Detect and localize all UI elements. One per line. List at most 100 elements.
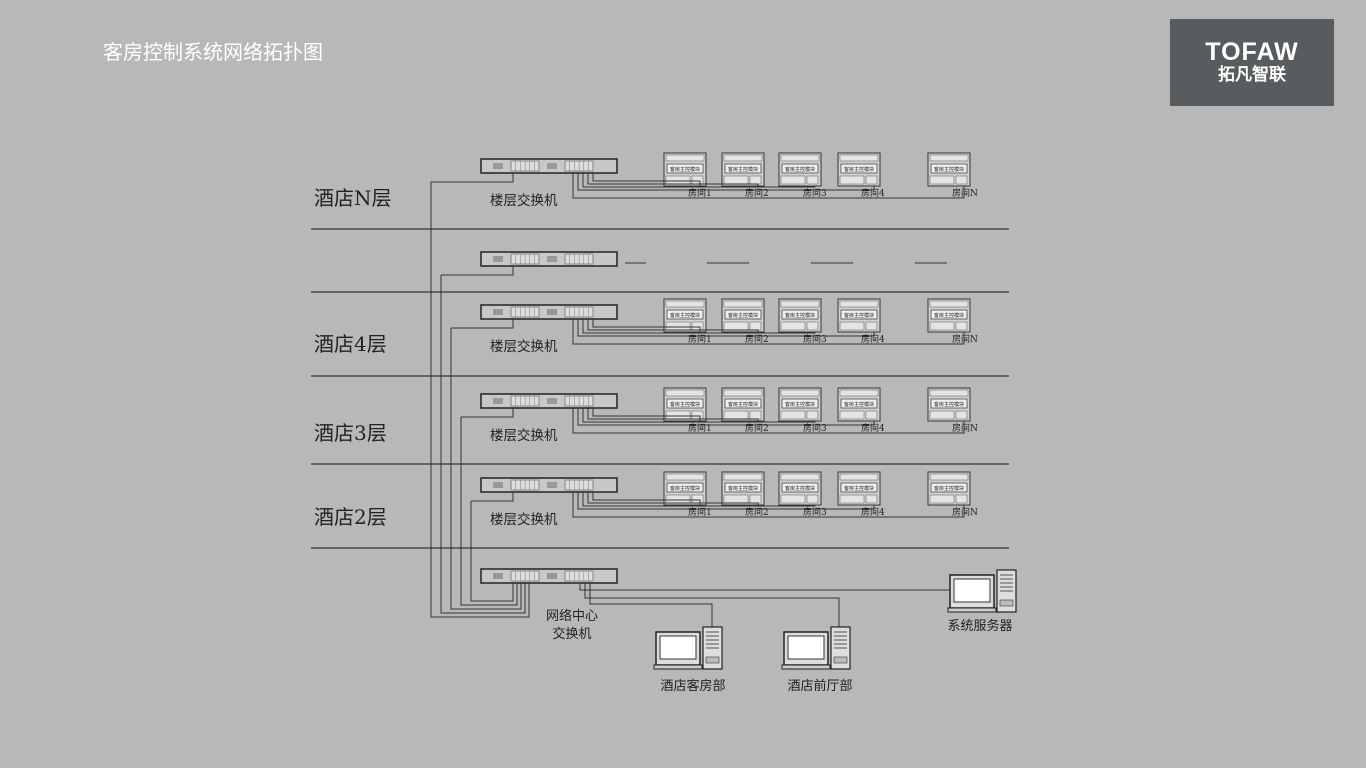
terminal-block [929, 154, 969, 162]
module-label: 客房主控模块 [785, 401, 815, 408]
room-label: 房间N [952, 333, 978, 345]
terminal-block [929, 321, 955, 331]
terminal-block [780, 494, 806, 504]
terminal-block [780, 410, 806, 420]
terminal-block [780, 154, 820, 162]
room-control-module: 客房主控模块 [927, 471, 971, 506]
floor-switch [480, 304, 618, 320]
room-label: 房间3 [803, 506, 827, 518]
switch-label-plate [493, 398, 503, 404]
pc-link-line [589, 583, 713, 627]
floor-label: 酒店3层 [314, 421, 387, 445]
switch-label-plate [493, 163, 503, 169]
room-link-line [572, 319, 965, 345]
computer-label: 酒店前厅部 [787, 678, 852, 694]
terminal-block [839, 175, 865, 185]
terminal-block [665, 389, 705, 397]
switch-label-plate [547, 398, 557, 404]
floor-switch [480, 477, 618, 493]
room-label: 房间3 [803, 422, 827, 434]
terminal-block [839, 389, 879, 397]
terminal-block [806, 321, 819, 331]
terminal-block [723, 175, 749, 185]
switch-label-plate [493, 482, 503, 488]
room-control-module: 客房主控模块 [778, 298, 822, 333]
terminal-block [665, 175, 691, 185]
room-control-module: 客房主控模块 [721, 152, 765, 187]
switch-label-plate [547, 256, 557, 262]
terminal-block [665, 410, 691, 420]
terminal-block [723, 154, 763, 162]
terminal-block [865, 494, 878, 504]
switch-label-plate [493, 573, 503, 579]
room-label: 房间1 [688, 422, 712, 434]
floor-switch-label: 楼层交换机 [490, 511, 558, 528]
terminal-block [723, 321, 749, 331]
backbone-line [460, 417, 518, 606]
room-link-line [577, 173, 875, 191]
module-label: 客房主控模块 [934, 166, 964, 173]
brand-logo: TOFAW 拓凡智联 [1170, 19, 1334, 106]
module-label: 客房主控模块 [728, 312, 758, 319]
terminal-block [665, 494, 691, 504]
terminal-block [929, 300, 969, 308]
terminal-block [780, 321, 806, 331]
floor-label: 酒店N层 [314, 186, 392, 210]
room-link-line [582, 492, 816, 507]
logo-text-cn: 拓凡智联 [1218, 65, 1286, 85]
room-label: 房间3 [803, 333, 827, 345]
terminal-block [780, 473, 820, 481]
room-link-line [587, 492, 759, 505]
room-label: 房间2 [745, 422, 769, 434]
room-control-module: 客房主控模块 [837, 298, 881, 333]
room-link-line [582, 319, 816, 334]
module-label: 客房主控模块 [670, 312, 700, 319]
computer-server [947, 569, 1017, 613]
terminal-block [929, 410, 955, 420]
terminal-block [955, 321, 968, 331]
backbone-line [450, 328, 522, 610]
terminal-block [929, 175, 955, 185]
uplink-line [431, 173, 514, 183]
computer-front-desk [781, 626, 851, 670]
module-label: 客房主控模块 [670, 166, 700, 173]
terminal-block [839, 154, 879, 162]
room-link-line [577, 408, 875, 426]
module-label: 客房主控模块 [670, 485, 700, 492]
room-control-module: 客房主控模块 [927, 298, 971, 333]
module-label: 客房主控模块 [785, 485, 815, 492]
terminal-block [955, 410, 968, 420]
backbone-line [470, 501, 514, 602]
terminal-block [929, 389, 969, 397]
terminal-block [665, 473, 705, 481]
backbone-line [430, 182, 530, 618]
uplink-line [441, 266, 514, 276]
terminal-block [865, 175, 878, 185]
terminal-block [665, 321, 691, 331]
floor-label: 酒店4层 [314, 332, 387, 356]
room-control-module: 客房主控模块 [778, 471, 822, 506]
floor-switch [480, 158, 618, 174]
uplink-line [461, 408, 514, 418]
module-label: 客房主控模块 [785, 166, 815, 173]
terminal-block [839, 473, 879, 481]
terminal-block [665, 300, 705, 308]
module-label: 客房主控模块 [785, 312, 815, 319]
room-label: 房间2 [745, 506, 769, 518]
module-label: 客房主控模块 [844, 166, 874, 173]
terminal-block [839, 321, 865, 331]
module-label: 客房主控模块 [728, 485, 758, 492]
room-label: 房间3 [803, 187, 827, 199]
room-link-line [582, 173, 816, 188]
room-control-module: 客房主控模块 [927, 387, 971, 422]
terminal-block [929, 494, 955, 504]
switch-label-plate [547, 309, 557, 315]
room-link-line [582, 408, 816, 423]
computer-label: 系统服务器 [947, 618, 1012, 634]
room-label: 房间N [952, 187, 978, 199]
room-control-module: 客房主控模块 [837, 387, 881, 422]
room-label: 房间4 [861, 333, 885, 345]
module-label: 客房主控模块 [934, 401, 964, 408]
terminal-block [839, 410, 865, 420]
terminal-block [780, 389, 820, 397]
